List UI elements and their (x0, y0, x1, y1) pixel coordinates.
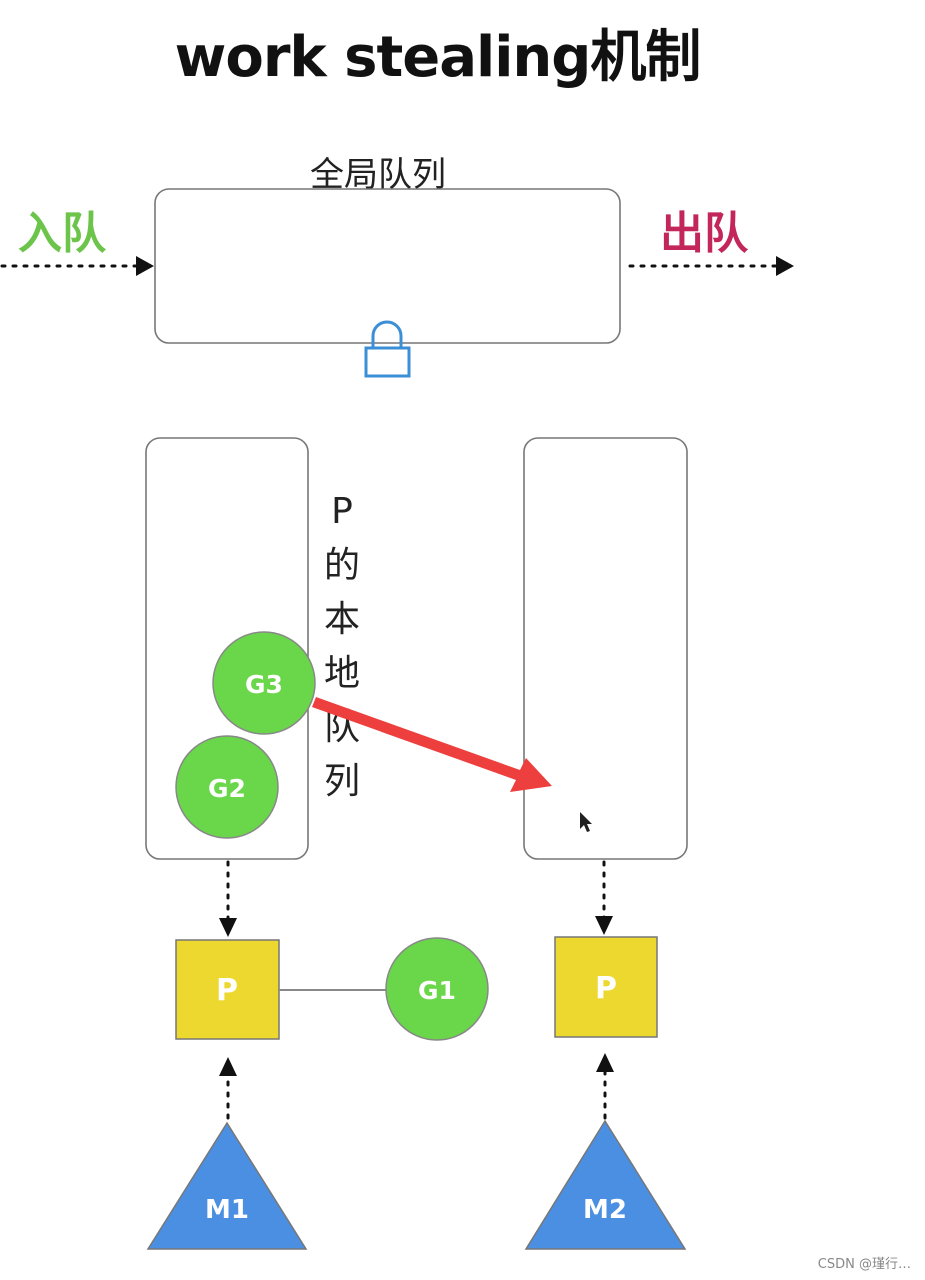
goroutine-g3-label: G3 (245, 670, 283, 699)
m-to-p-arrowhead-left (219, 1057, 237, 1076)
watermark: CSDN @瑾行… (817, 1257, 911, 1272)
machine-m2-label: M2 (583, 1195, 627, 1225)
local-queue-label-char: 地 (323, 653, 360, 694)
dequeue-arrowhead (776, 256, 794, 276)
processor-p-left: P (175, 939, 280, 1040)
page-title: work stealing机制 (174, 25, 702, 90)
goroutine-g1: G1 (385, 937, 489, 1041)
enqueue-label: 入队 (18, 208, 106, 259)
queue-to-p-arrowhead-left (219, 918, 237, 937)
steal-arrow (312, 697, 552, 792)
cursor-icon (580, 812, 592, 832)
queue-to-p-arrowhead-right (595, 916, 613, 935)
machine-m1-label: M1 (205, 1195, 249, 1225)
enqueue-arrowhead (136, 256, 154, 276)
machine-m2: M2 (524, 1119, 687, 1250)
goroutine-g1-label: G1 (418, 976, 456, 1005)
local-queue-label-char: 列 (323, 761, 360, 802)
lock-icon (364, 320, 411, 378)
global-queue-box (154, 188, 621, 344)
machine-m1: M1 (146, 1121, 308, 1250)
local-queue-label: P 的 本 地 队 列 (320, 485, 364, 809)
processor-p-left-label: P (216, 973, 238, 1008)
local-queue-box-right (523, 437, 688, 860)
local-queue-label-char: 的 (323, 545, 360, 586)
processor-p-right-label: P (595, 971, 617, 1006)
goroutine-g3: G3 (212, 631, 316, 735)
local-queue-label-char: P (331, 491, 353, 532)
m-to-p-arrowhead-right (596, 1053, 614, 1072)
goroutine-g2: G2 (175, 735, 279, 839)
processor-p-right: P (554, 936, 658, 1038)
dequeue-label: 出队 (660, 208, 748, 259)
local-queue-label-char: 本 (323, 599, 360, 640)
goroutine-g2-label: G2 (208, 774, 246, 803)
